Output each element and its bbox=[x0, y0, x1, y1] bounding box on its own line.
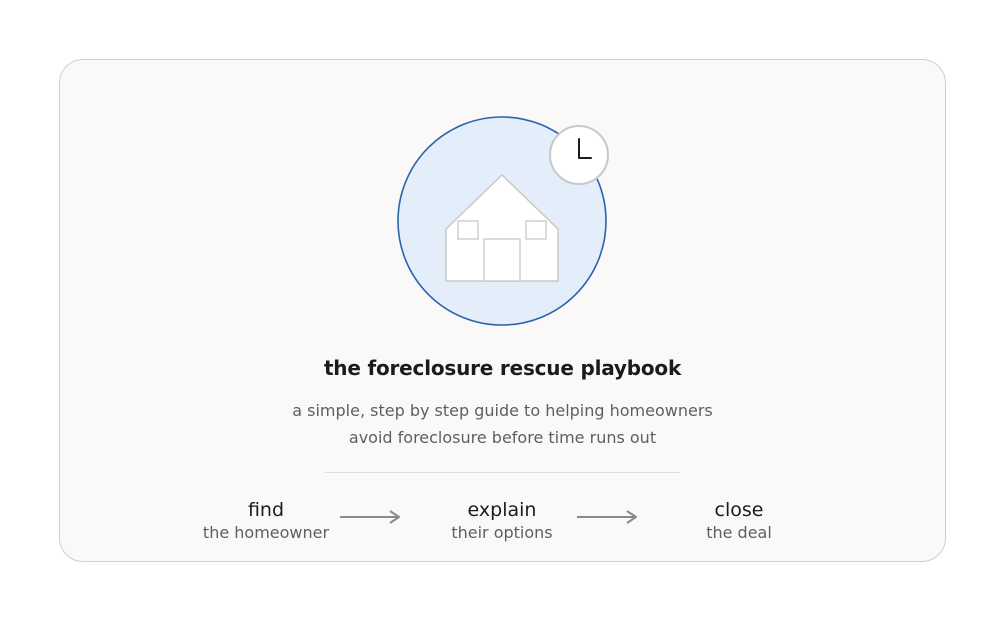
step-find: find the homeowner bbox=[166, 498, 366, 544]
divider bbox=[325, 472, 680, 473]
step-close: close the deal bbox=[639, 498, 839, 544]
step-title: close bbox=[714, 499, 764, 521]
step-title: find bbox=[247, 499, 285, 521]
step-description: their options bbox=[451, 523, 553, 542]
step-explain: explain their options bbox=[402, 498, 602, 544]
playbook-card bbox=[59, 59, 946, 562]
step-description: the homeowner bbox=[202, 523, 330, 542]
step-title: explain bbox=[467, 499, 537, 521]
subtitle-line-1: a simple, step by step guide to helping … bbox=[292, 401, 713, 420]
step-description: the deal bbox=[706, 523, 772, 542]
subtitle-line-2: avoid foreclosure before time runs out bbox=[348, 428, 657, 447]
page-title: the foreclosure rescue playbook bbox=[323, 356, 682, 380]
